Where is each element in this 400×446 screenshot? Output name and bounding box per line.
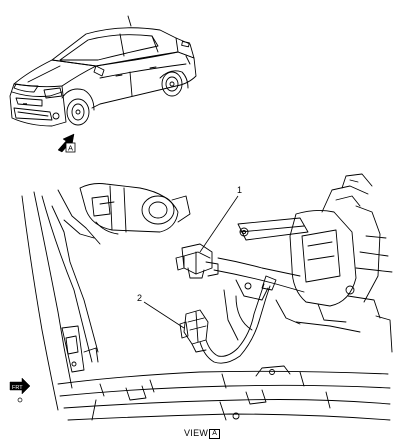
callout-1-label: 1 xyxy=(237,185,242,195)
view-a-letter: A xyxy=(68,144,73,153)
wiring-harness xyxy=(191,275,277,364)
connector-2 xyxy=(179,309,209,345)
view-a-arrow: A xyxy=(57,133,76,153)
front-indicator-label: FRT xyxy=(12,385,23,391)
view-a-box xyxy=(65,142,76,153)
detail-view-drawing xyxy=(21,173,393,421)
callout-2-label: 2 xyxy=(137,293,142,303)
view-caption-text: VIEW xyxy=(184,428,209,438)
view-caption-ref: A xyxy=(209,429,221,439)
vehicle-overview-drawing: ▬ xyxy=(9,15,197,127)
front-indicator: FRT xyxy=(9,377,31,403)
svg-text:▬: ▬ xyxy=(23,101,27,106)
connector-1 xyxy=(175,243,219,279)
callout-leaders xyxy=(143,195,239,329)
